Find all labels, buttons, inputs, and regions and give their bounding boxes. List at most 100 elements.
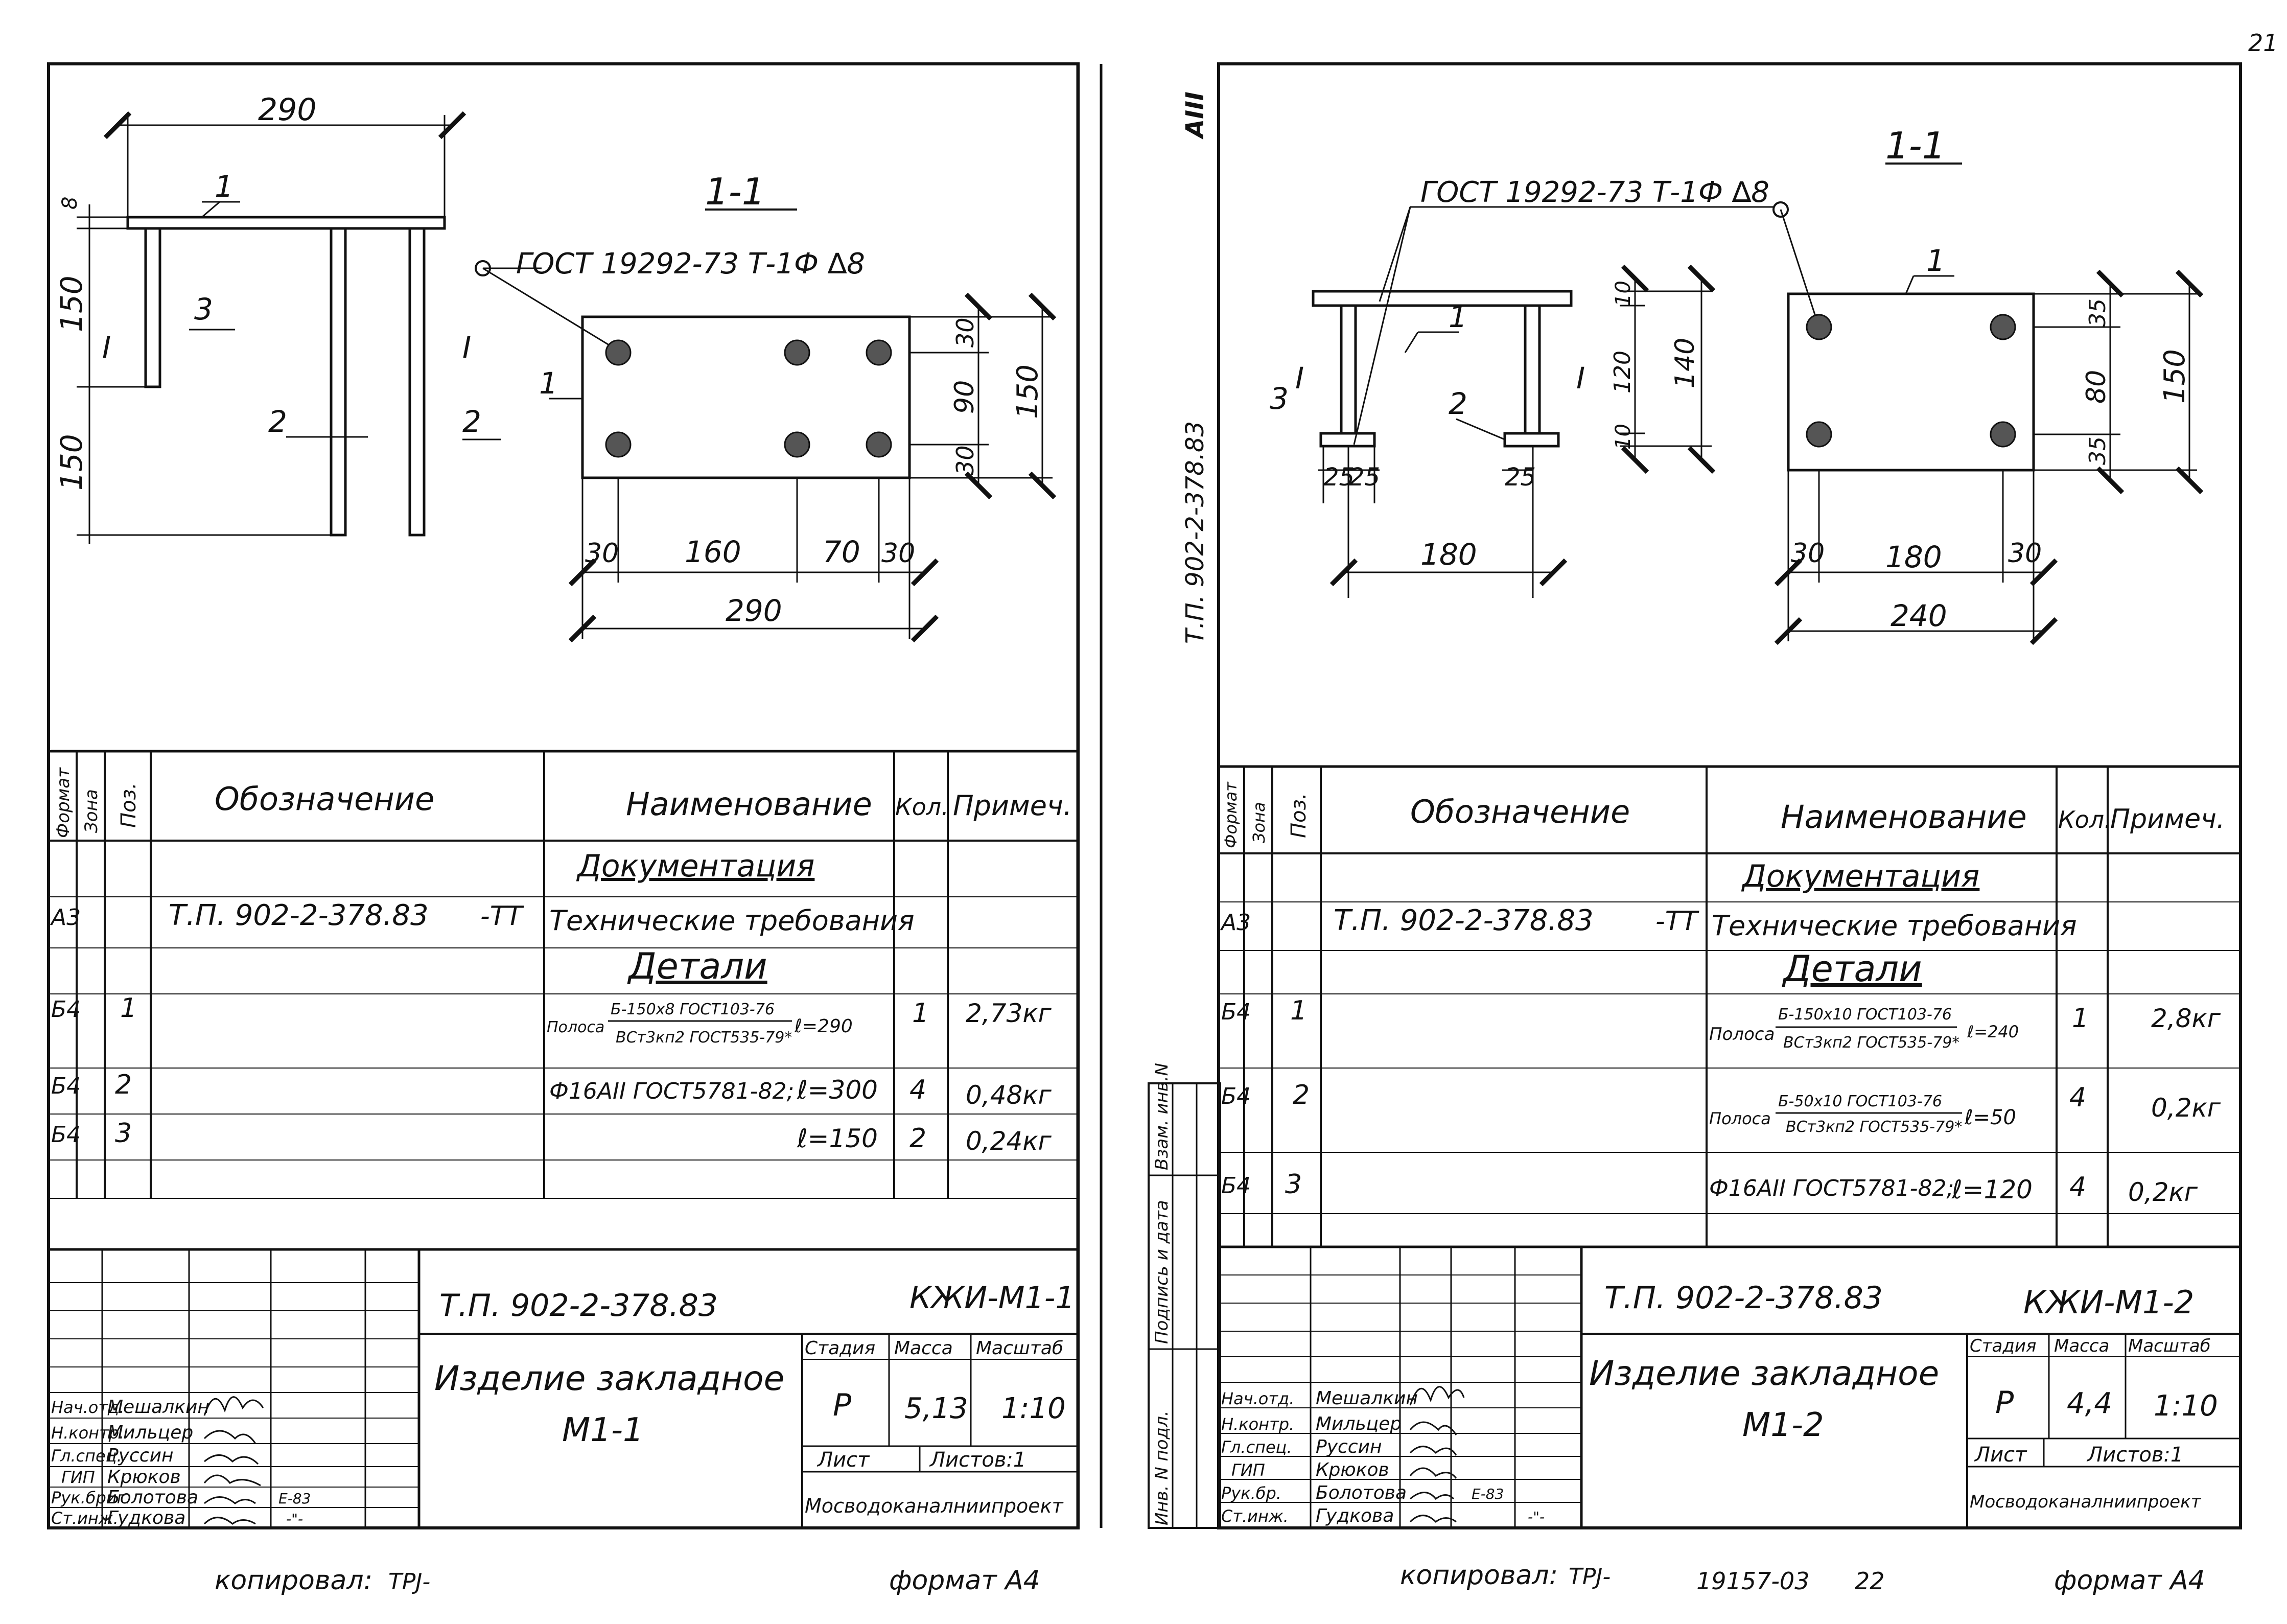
r-tb-sheet-h: Лист xyxy=(1974,1443,2027,1467)
r-cut-b: I xyxy=(1576,361,1585,396)
r-tb-stage: Р xyxy=(1995,1385,2014,1421)
r-tb-signatures: Нач.отд. Н.контр. Гл.спец. ГИП Рук.бр. С… xyxy=(1221,1386,1545,1526)
left-rod-3 xyxy=(144,227,161,388)
r-tb-role-3: ГИП xyxy=(1231,1460,1265,1480)
r-tb-scale-h: Масштаб xyxy=(2128,1336,2211,1356)
l-tb-name-5: Гудкова xyxy=(107,1507,185,1528)
r-tb-name-3: Крюков xyxy=(1316,1459,1389,1480)
l-r2-length: ℓ=300 xyxy=(797,1075,878,1105)
r-tb-name-2: Руссин xyxy=(1316,1436,1382,1457)
left-title-block: Т.П. 902-2-378.83 КЖИ-М1-1 Изделие закла… xyxy=(49,1248,1078,1528)
r-cut-a: I xyxy=(1295,361,1304,396)
r-section-docs: Документация xyxy=(1741,859,1979,894)
l-h-qty: Кол. xyxy=(895,793,949,821)
right-spec-table: Формат Зона Поз. Обозначение Наименовани… xyxy=(1219,765,2241,1247)
l-r2-name-main: Ф16АII ГОСТ5781-82; xyxy=(549,1078,794,1104)
r-tb-sheets-h: Листов:1 xyxy=(2086,1443,2183,1467)
l-r2-format: Б4 xyxy=(51,1073,81,1099)
r-pos-3: 3 xyxy=(1270,381,1289,416)
r-plan-plate xyxy=(1787,292,2035,472)
right-frame xyxy=(1217,62,2242,1529)
r-tb-sign-marks xyxy=(1409,1386,1465,1523)
r-h-designation: Обозначение xyxy=(1410,793,1630,830)
r-tb-title2: М1-2 xyxy=(1742,1406,1824,1444)
l-r1-length: ℓ=290 xyxy=(794,1016,853,1037)
left-rod-2b xyxy=(408,227,426,537)
l-weld-note: ГОСТ 19292-73 Т-1Ф ∆8 xyxy=(516,247,865,281)
r-section-mark: 1-1 xyxy=(1885,124,1946,167)
frames xyxy=(47,62,2242,1529)
l-r3-length: ℓ=150 xyxy=(797,1124,878,1153)
l-doc-name: Технические требования xyxy=(549,904,915,937)
r-r1-note: 2,8кг xyxy=(2151,1004,2221,1033)
l-r3-format: Б4 xyxy=(51,1122,81,1148)
r-tb-scale: 1:10 xyxy=(2154,1389,2218,1423)
r-dim-side-150: 150 xyxy=(2158,349,2191,404)
l-dim-30a: 30 xyxy=(585,538,619,569)
l-r1-name-bottom: ВСт3кп2 ГОСТ535-79* xyxy=(616,1029,792,1047)
l-r1-pos: 1 xyxy=(120,993,137,1024)
l-tb-scale: 1:10 xyxy=(1001,1392,1066,1425)
r-pos-2: 2 xyxy=(1449,386,1467,421)
r-weld-note: ГОСТ 19292-73 Т-1Ф ∆8 xyxy=(1420,176,1769,209)
footer: копировал: TPJ- формат А4 копировал: TPJ… xyxy=(215,1560,2205,1596)
l-r1-name-top: Б-150х8 ГОСТ103-76 xyxy=(611,1001,775,1018)
r-h-format: Формат xyxy=(1221,781,1241,848)
l-tb-name-1: Мильцер xyxy=(107,1422,193,1443)
r-r2-note: 0,2кг xyxy=(2151,1093,2221,1123)
l-h-note: Примеч. xyxy=(953,790,1072,822)
l-tb-title1: Изделие закладное xyxy=(434,1359,784,1398)
l-dim-150b: 150 xyxy=(54,434,89,491)
l-h-pos: Поз. xyxy=(117,782,141,828)
l-pos-2a: 2 xyxy=(268,404,287,439)
r-dim-side-35a: 35 xyxy=(2085,298,2111,327)
r-dim-10b: 10 xyxy=(1612,424,1635,450)
l-tb-org: Мосводоканалниипроект xyxy=(805,1495,1064,1517)
r-dim-side-80: 80 xyxy=(2081,370,2112,404)
r-dim-120: 120 xyxy=(1609,351,1636,393)
r-h-pos: Поз. xyxy=(1287,793,1311,838)
r-r3-length: ℓ=120 xyxy=(1951,1175,2033,1204)
r-tb-stage-h: Стадия xyxy=(1970,1336,2036,1356)
l-dim-150a: 150 xyxy=(54,275,89,332)
l-tb-role-3: ГИП xyxy=(61,1468,95,1487)
l-r1-format: Б4 xyxy=(51,996,81,1023)
r-r1-name-bottom: ВСт3кп2 ГОСТ535-79* xyxy=(1783,1034,1959,1052)
l-h-name: Наименование xyxy=(626,785,872,823)
r-tb-org: Мосводоканалниипроект xyxy=(1970,1492,2202,1512)
r-r2-qty: 4 xyxy=(2069,1082,2086,1113)
r-r3-name-main: Ф16АII ГОСТ5781-82; xyxy=(1709,1175,1954,1201)
l-r2-pos: 2 xyxy=(115,1070,132,1100)
r-dim-30b: 30 xyxy=(2008,538,2042,569)
r-dim-25b: 25 xyxy=(1349,463,1380,492)
l-r1-name-main: Полоса xyxy=(547,1018,604,1036)
l-h-zone: Зона xyxy=(81,789,102,833)
l-doc-designation: Т.П. 902-2-378.83 xyxy=(169,899,429,932)
l-r3-qty: 2 xyxy=(909,1123,926,1154)
l-doc-format: А3 xyxy=(50,904,81,931)
l-pos-2b: 2 xyxy=(462,404,481,439)
spine-code: Т.П. 902-2-378.83 xyxy=(1181,421,1209,644)
r-rod-b xyxy=(1524,304,1541,435)
l-cut-b: I xyxy=(462,330,471,365)
l-tb-role-2: Гл.спец. xyxy=(51,1446,122,1466)
r-plate xyxy=(1312,290,1573,307)
l-dim-side-90: 90 xyxy=(949,380,980,414)
l-r1-note: 2,73кг xyxy=(966,999,1052,1028)
l-tb-mass-h: Масса xyxy=(894,1338,953,1359)
l-tb-sign-marks xyxy=(203,1396,264,1525)
l-plan-plate xyxy=(581,315,911,479)
l-pos-1a: 1 xyxy=(215,169,234,204)
stamp-replace: Взам. инв.N xyxy=(1152,1063,1172,1170)
l-dim-30b: 30 xyxy=(881,538,915,569)
r-dim-240: 240 xyxy=(1891,598,1947,633)
r-tb-name-1: Мильцер xyxy=(1316,1413,1402,1434)
l-tb-name-2: Руссин xyxy=(107,1445,174,1466)
r-tb-role-1: Н.контр. xyxy=(1221,1414,1294,1434)
r-foot-a xyxy=(1319,432,1376,448)
r-tb-ditto: -"- xyxy=(1528,1509,1545,1525)
footer-order-no: 19157-03 xyxy=(1696,1567,1809,1595)
right-title-block: Т.П. 902-2-378.83 КЖИ-М1-2 Изделие закла… xyxy=(1219,1245,2241,1528)
l-tb-name-3: Крюков xyxy=(107,1467,181,1488)
left-rod-2a xyxy=(330,227,347,537)
